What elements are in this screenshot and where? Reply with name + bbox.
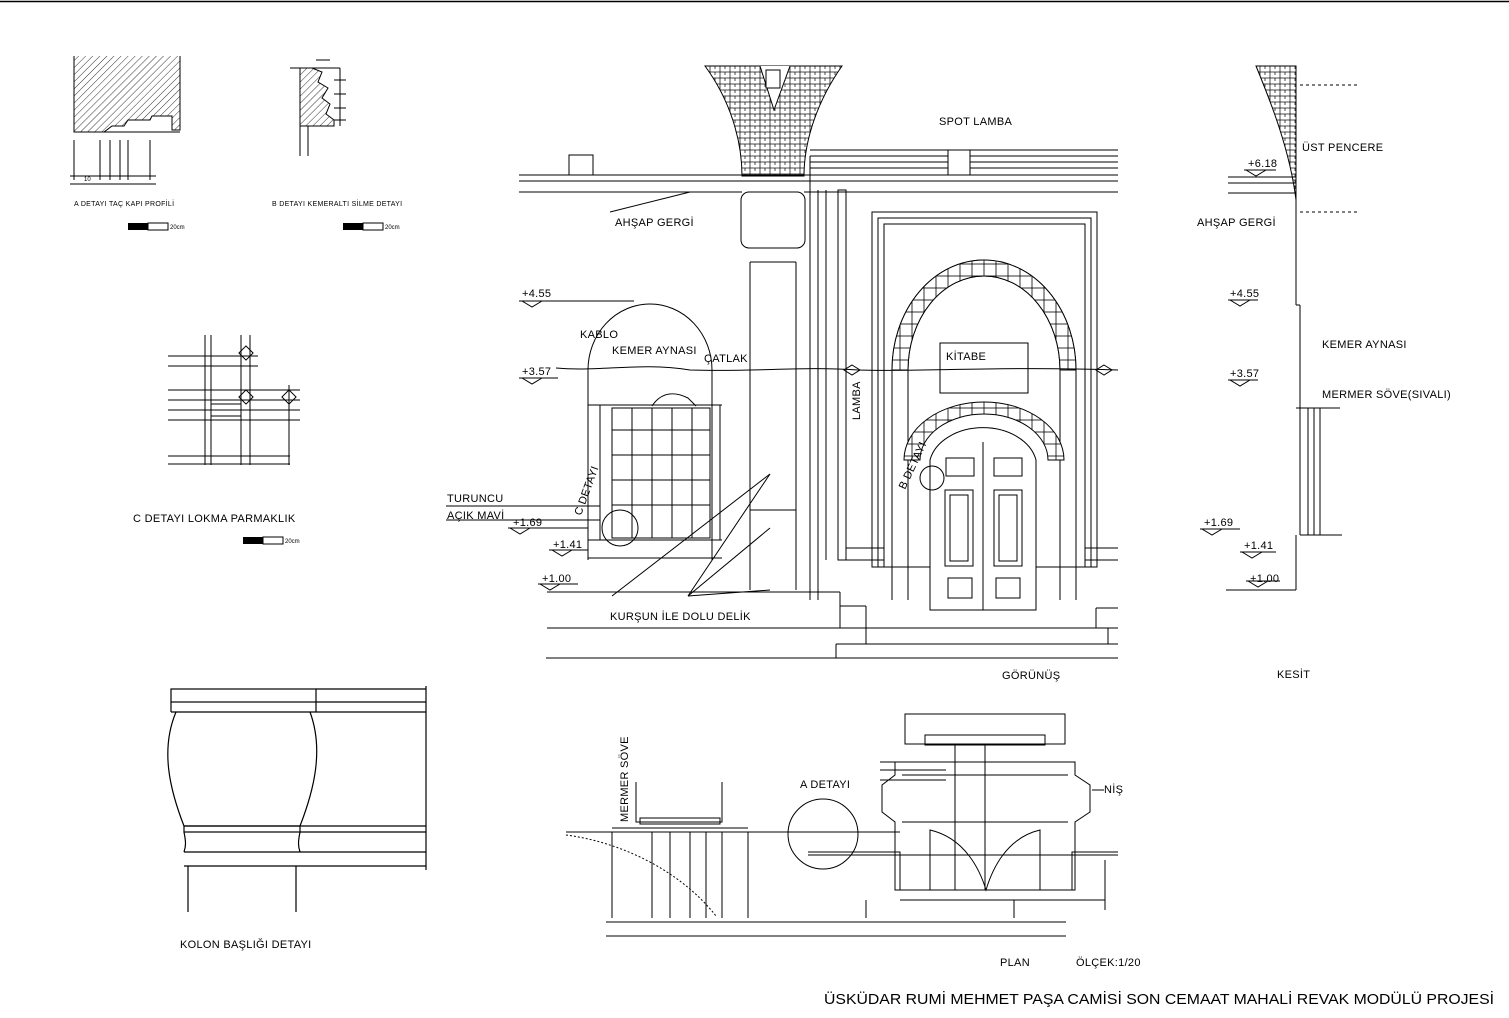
a-detail-scale-bar [128,222,169,231]
section-level-100: +1.00 [1250,573,1279,585]
a-detail-profile [70,56,181,185]
plan-scale: ÖLÇEK:1/20 [1076,957,1141,969]
b-detail-scale-bar [343,222,384,231]
section-ahsap-gergi-label: AHŞAP GERGİ [1197,216,1276,229]
section-level-455: +4.55 [1230,288,1259,300]
elevation-drawing [446,65,1119,659]
plan-drawing [565,713,1118,937]
c-detail-scale-label: 20cm [285,539,300,545]
acik-mavi-label: AÇIK MAVİ [447,509,505,522]
kitabe-label: KİTABE [946,350,986,363]
lamba-label: LAMBA [851,381,863,420]
c-detail-title: C DETAYI LOKMA PARMAKLIK [133,513,296,525]
section-kemer-aynasi-label: KEMER AYNASI [1322,339,1407,351]
catlak-label: ÇATLAK [704,353,748,365]
turuncu-label: TURUNCU [447,493,503,505]
kursun-label: KURŞUN İLE DOLU DELİK [610,610,751,623]
plan-a-detayi-label: A DETAYI [800,779,850,791]
section-level-169: +1.69 [1204,517,1233,529]
elevation-level-100: +1.00 [542,573,571,585]
spot-lamba-label: SPOT LAMBA [939,116,1012,128]
elevation-caption: GÖRÜNÜŞ [1002,670,1060,682]
project-title: ÜSKÜDAR RUMİ MEHMET PAŞA CAMİSİ SON CEMA… [824,990,1494,1008]
elevation-level-141: +1.41 [553,539,582,551]
column-capital-title: KOLON BAŞLIĞI DETAYI [180,938,312,951]
a-detail-scale-label: 20cm [170,225,185,231]
mermer-sove-sivali-label: MERMER SÖVE(SIVALI) [1322,389,1451,401]
a-detail-title: A DETAYI TAÇ KAPI PROFİLİ [74,199,174,208]
plan-mermer-sove-label: MERMER SÖVE [619,736,631,822]
section-level-357: +3.57 [1230,368,1259,380]
plan-caption: PLAN [1000,957,1030,969]
elevation-level-169: +1.69 [513,517,542,529]
ahsap-gergi-label: AHŞAP GERGİ [615,216,694,229]
section-level-141: +1.41 [1244,540,1273,552]
c-detail-scale-bar [243,536,284,545]
column-capital-detail [167,686,427,912]
c-detail-grille [168,335,300,465]
elevation-level-357: +3.57 [522,366,551,378]
kablo-label: KABLO [580,329,618,341]
b-detail-title: B DETAYI KEMERALTI SİLME DETAYI [272,199,402,208]
plan-nis-label: NİŞ [1104,783,1123,796]
a-detail-dim: 10 [84,177,91,183]
section-level-618: +6.18 [1248,158,1277,170]
section-caption: KESİT [1277,668,1310,681]
section-drawing [1200,65,1360,591]
b-detail-scale-label: 20cm [385,225,400,231]
ust-pencere-label: ÜST PENCERE [1302,142,1383,154]
kemer-aynasi-label: KEMER AYNASI [612,345,697,357]
elevation-level-455: +4.55 [522,288,551,300]
c-detayi-label: C DETAYI [573,465,602,517]
b-detail-profile [290,59,346,156]
